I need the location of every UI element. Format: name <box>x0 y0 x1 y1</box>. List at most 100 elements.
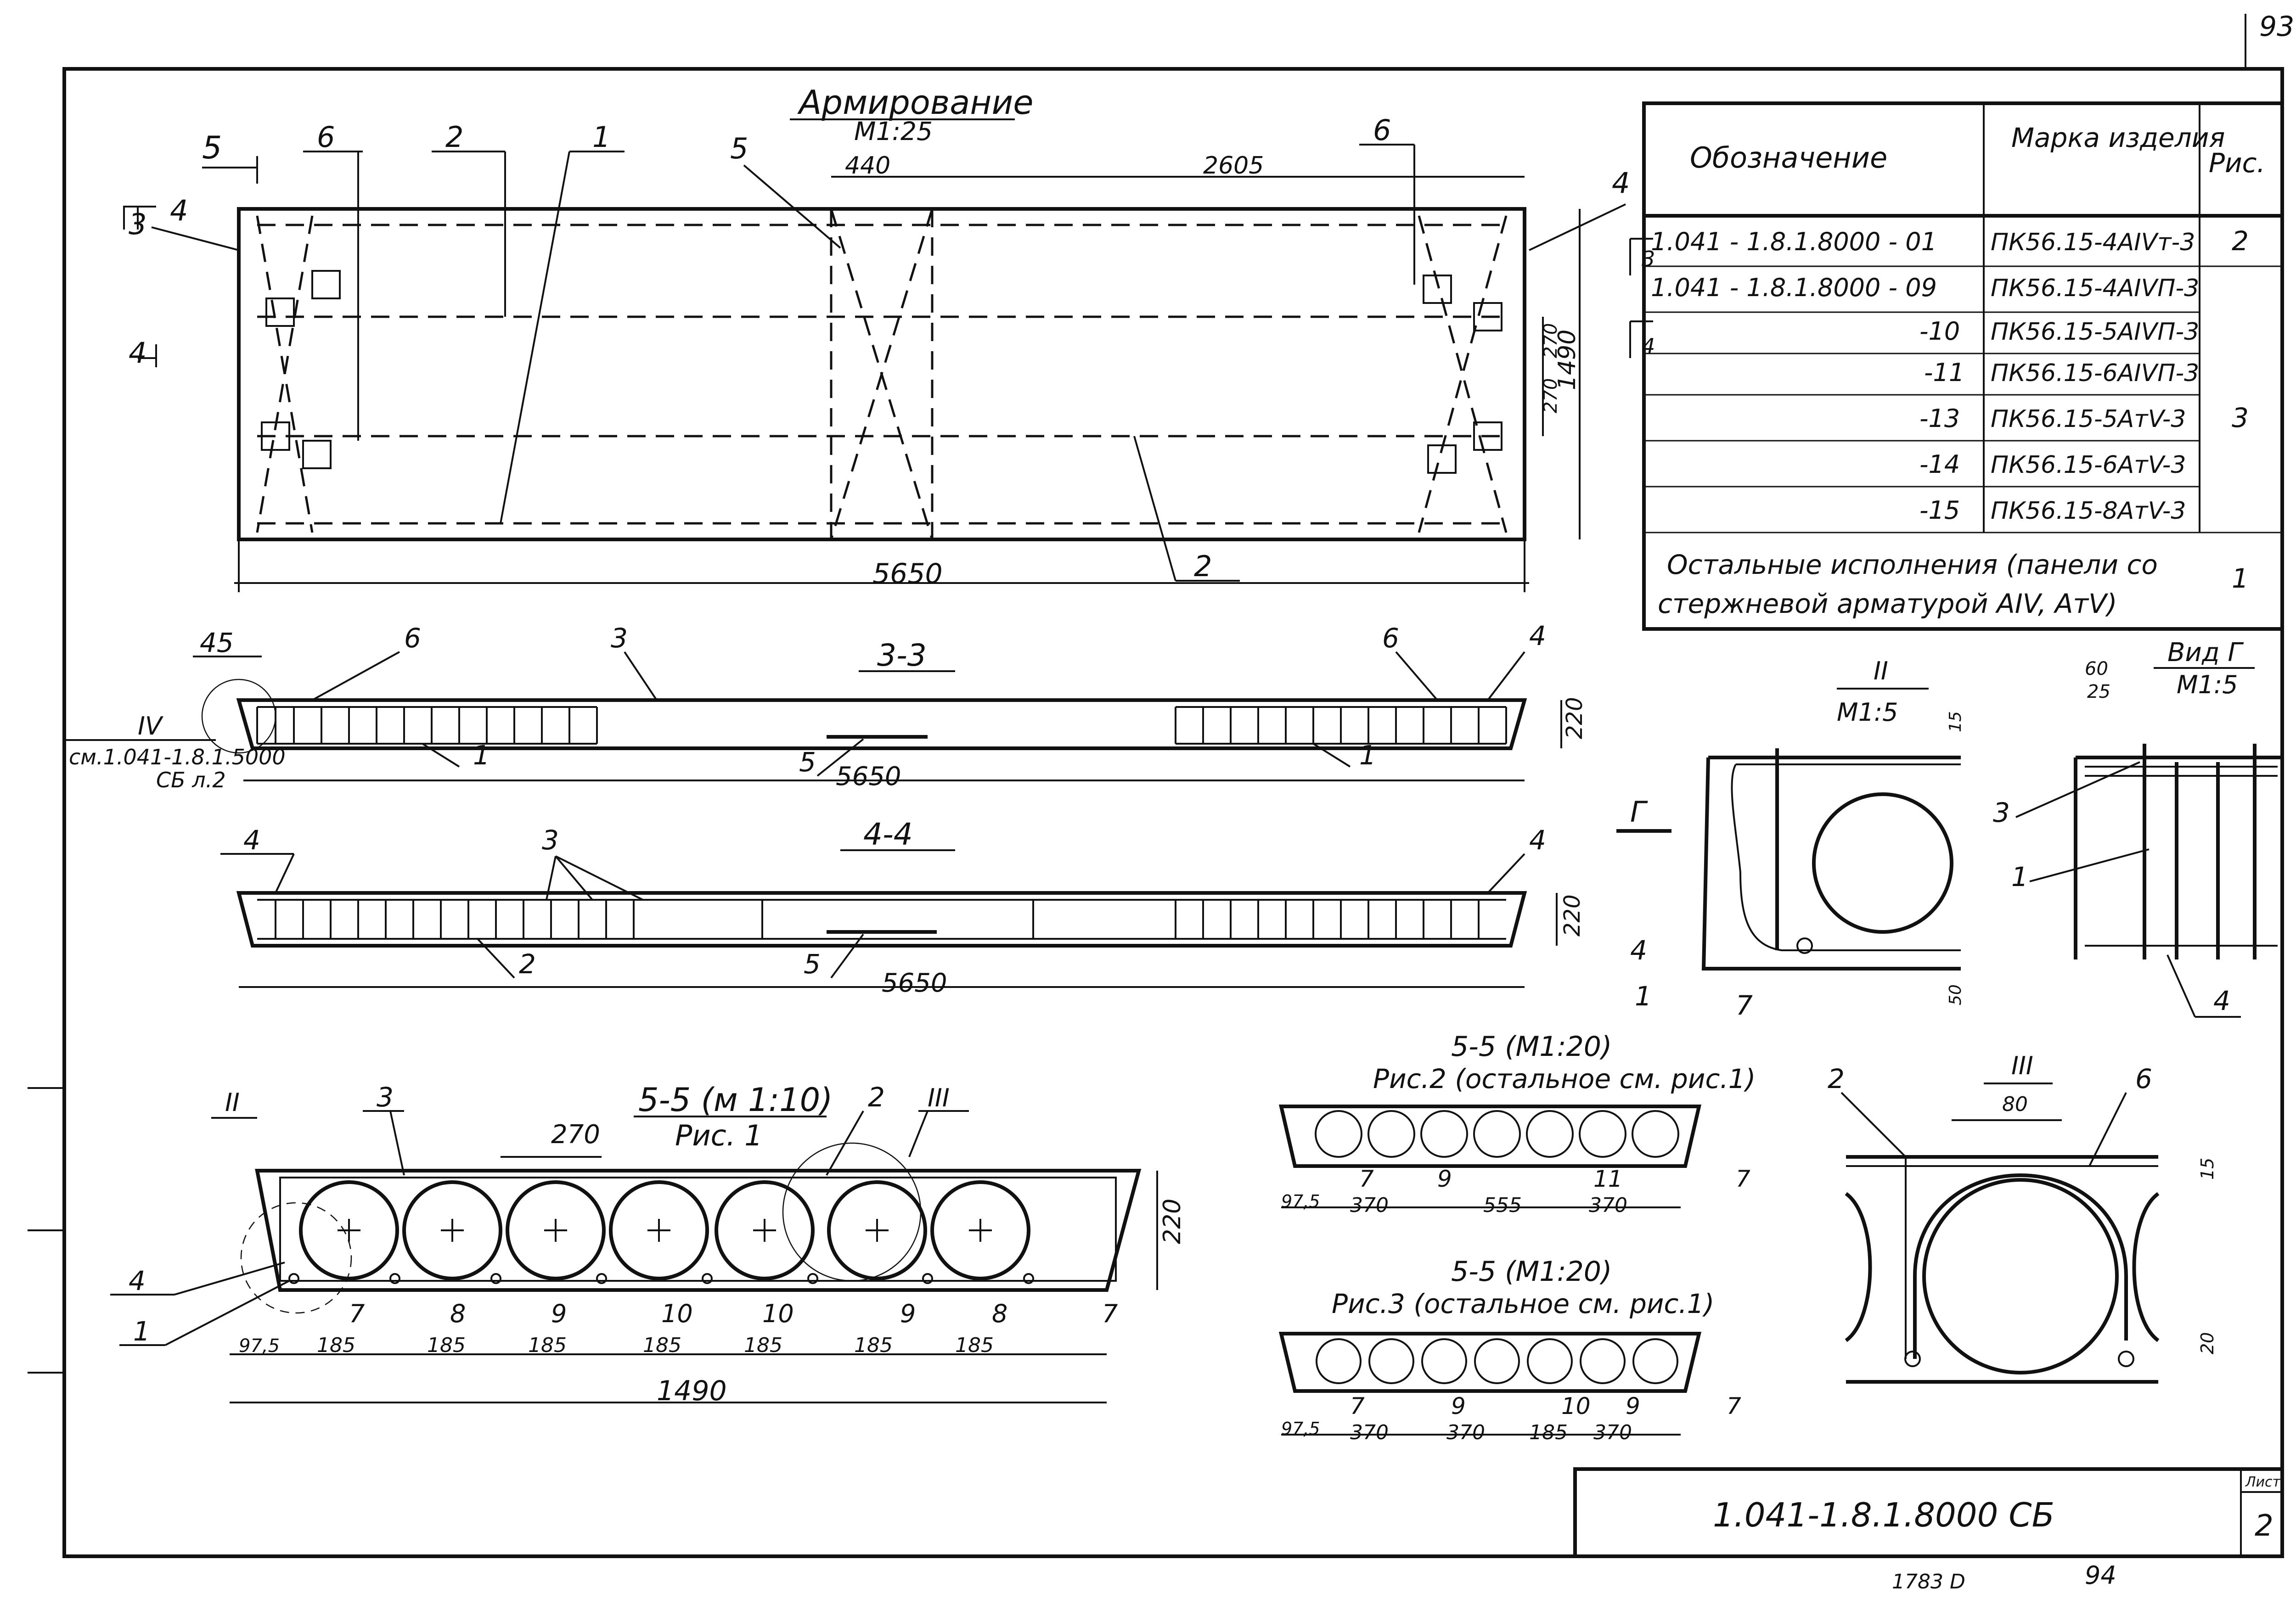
fig3-dim-1: 370 <box>1350 1421 1389 1444</box>
callout-3-55-leader <box>389 1111 405 1176</box>
section-3-3-callout-6-right: 6 <box>1382 623 1399 654</box>
table-header-code: Обозначение <box>1690 141 1887 174</box>
detail-iii-void <box>1922 1178 2119 1374</box>
dim-440-text: 440 <box>845 152 890 180</box>
detail-vid-g: Вид Г М1:5 60 25 3 1 4 <box>1993 638 2282 1018</box>
detail-g-callout-1: 1 <box>2011 861 2028 892</box>
row-2-mark: ПК56.15-4АIVП-3 <box>1991 275 2199 302</box>
section-4-4-callout-3-leader-3 <box>555 855 643 901</box>
callout-5: 5 <box>202 130 222 166</box>
section-5-5-outline <box>255 1169 1142 1292</box>
detail-iii-dim-15: 15 <box>2197 1158 2217 1180</box>
section-3-3-callout-1-right-leader <box>1312 743 1351 768</box>
section-3-3-outline <box>236 698 1527 750</box>
marks-table: Обозначение Марка изделия Рис. 1.041 - 1… <box>1642 101 2284 631</box>
detail-g-callout-4: 4 <box>2213 985 2230 1016</box>
section-5-5-bottom-2: 185 <box>427 1334 466 1357</box>
lifting-loop-5 <box>1423 275 1452 304</box>
fig2-subtitle: Рис.2 (остальное см. рис.1) <box>1373 1063 1756 1094</box>
row-4-mark: ПК56.15-6АIVП-3 <box>1991 359 2199 387</box>
table-border <box>1642 101 2284 631</box>
section-5-5-fig2: 5-5 (М1:20) Рис.2 (остальное см. рис.1) … <box>1278 1031 1756 1217</box>
section-4-4-callout-4-left-leader <box>275 853 295 893</box>
row-1-mark: ПК56.15-4АIVт-3 <box>1991 229 2195 256</box>
section-3-3-length: 5650 <box>836 762 901 791</box>
section-4-4-length: 5650 <box>882 968 947 998</box>
section-5-5-total: 1490 <box>657 1375 727 1407</box>
lifting-loop-4 <box>261 421 290 451</box>
detail-iii-title: III <box>2011 1051 2033 1080</box>
section-4-4-callout-4-left: 4 <box>243 825 260 856</box>
fig3-callout-9-left: 9 <box>1451 1393 1466 1419</box>
fig3-dim-4: 370 <box>1593 1421 1632 1444</box>
fig2-callout-9: 9 <box>1437 1166 1452 1192</box>
section-3-marker-right <box>1629 238 1653 275</box>
callout-8-55-right: 8 <box>992 1299 1007 1328</box>
section-3-3-callout-5: 5 <box>799 746 816 778</box>
brace-right-2 <box>1418 215 1508 533</box>
drawing-frame <box>62 67 2284 1558</box>
callout-1: 1 <box>592 120 610 154</box>
section-5-5-fig3: 5-5 (М1:20) Рис.3 (остальное см. рис.1) … <box>1278 1256 1741 1444</box>
bottom-code: 1783 D <box>1892 1570 1965 1593</box>
callout-8-55-left: 8 <box>450 1299 466 1328</box>
row-7-mark: ПК56.15-8АтV-3 <box>1991 497 2186 525</box>
callout-iii: III <box>928 1083 950 1112</box>
fig2-callout-7-right: 7 <box>1736 1166 1750 1192</box>
callout-ii: II <box>225 1088 240 1117</box>
section-5-5-bottom-1: 185 <box>317 1334 355 1357</box>
fig3-dim-2: 370 <box>1446 1421 1485 1444</box>
section-4-4-stirrups <box>275 900 1480 939</box>
fig2-dim-3: 370 <box>1589 1194 1627 1217</box>
detail-iii-callout-2: 2 <box>1828 1063 1845 1094</box>
callout-4-left: 4 <box>170 194 188 227</box>
callout-3-55: 3 <box>377 1082 394 1113</box>
section-3-3-callout-1-left: 1 <box>473 740 490 771</box>
row-4-fig: 3 <box>2232 402 2249 433</box>
detail-g-title: Вид Г <box>2167 638 2244 668</box>
row-6-mark: ПК56.15-6АтV-3 <box>1991 451 2186 479</box>
table-footer-line2: стержневой арматурой АIV, АтV) <box>1658 588 2117 619</box>
page-number-top: 93 <box>2259 11 2294 43</box>
section-4-marker <box>138 344 157 367</box>
callout-5-mid: 5 <box>730 132 748 165</box>
section-4-4-callout-3-leader-1 <box>546 856 557 900</box>
detail-ii-callout-7: 7 <box>1736 990 1753 1021</box>
detail-g-dim-25: 25 <box>2087 681 2110 702</box>
fig2-dim-2: 555 <box>1483 1194 1522 1217</box>
detail-iii-rebar-right <box>2118 1351 2134 1367</box>
callout-7-55-left: 7 <box>349 1299 365 1328</box>
lifting-loop-1 <box>311 270 341 299</box>
lifting-loop-6 <box>1473 302 1503 331</box>
detail-ii-bar <box>1731 763 1961 951</box>
detail-ii: II М1:5 Г 4 1 7 15 50 <box>1616 656 1965 1021</box>
row-2-code: 1.041 - 1.8.1.8000 - 09 <box>1651 273 1937 302</box>
section-4-4-height: 220 <box>1559 894 1585 937</box>
section-3-3-callout-3: 3 <box>611 623 628 654</box>
section-3-3-callout-6-right-leader <box>1395 651 1438 701</box>
fig2-callout-11: 11 <box>1593 1166 1623 1192</box>
title-block-sheet: 2 <box>2255 1509 2273 1543</box>
detail-iii: III 80 2 6 15 20 <box>1828 1051 2217 1384</box>
detail-iii-dim-80: 80 <box>2002 1093 2028 1116</box>
fig3-outline <box>1278 1332 1702 1393</box>
dim-270-1-text: 270 <box>1540 323 1561 358</box>
brace-left-2 <box>256 215 314 533</box>
fig3-callout-10: 10 <box>1561 1393 1591 1419</box>
lifting-loop-8 <box>1473 421 1503 451</box>
detail-iv-circle <box>201 679 276 754</box>
detail-ii-void <box>1812 792 1953 934</box>
table-footer-fig: 1 <box>2232 563 2249 594</box>
detail-ii-title: II <box>1874 656 1888 685</box>
brace-left-1 <box>256 215 314 533</box>
callout-7-55-right: 7 <box>1102 1299 1118 1328</box>
detail-ii-scale: М1:5 <box>1837 698 1898 727</box>
fig2-title: 5-5 (М1:20) <box>1451 1031 1612 1063</box>
title-block-sheet-label: Лист <box>2245 1474 2281 1490</box>
row-4-code: -11 <box>1924 358 1964 387</box>
callout-1-55-leader <box>165 1280 290 1346</box>
callout-2-55-leader <box>826 1111 864 1176</box>
detail-iii-rebar-left <box>1904 1351 1921 1367</box>
callout-2-top: 2 <box>445 120 463 154</box>
